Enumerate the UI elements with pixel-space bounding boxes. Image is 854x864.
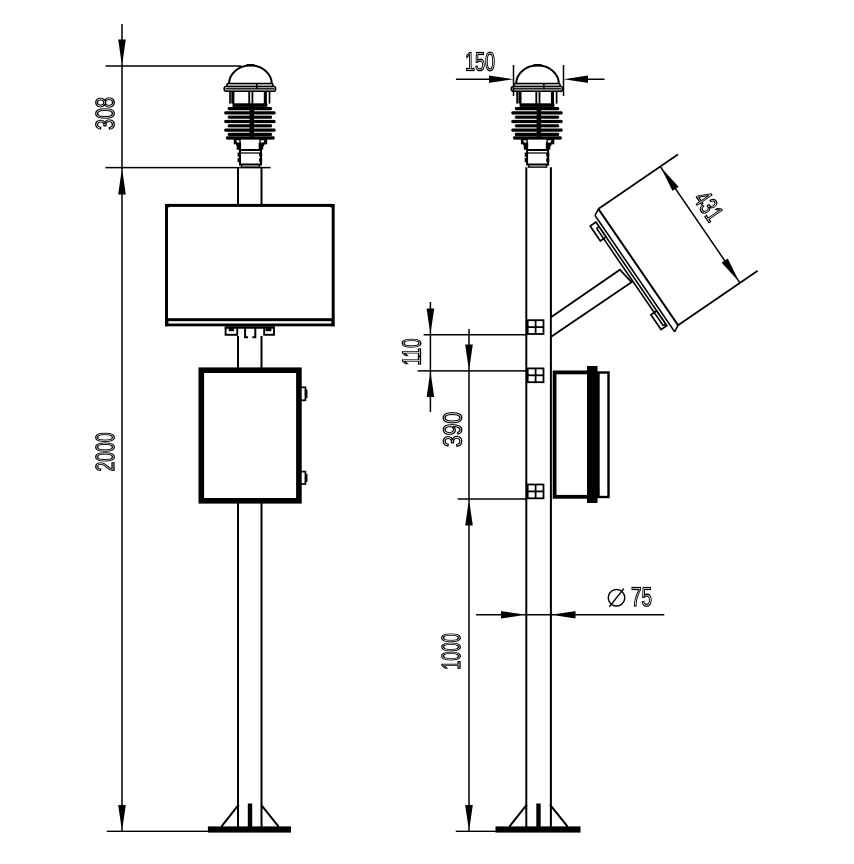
svg-text:2000: 2000 xyxy=(90,433,120,472)
svg-text:1000: 1000 xyxy=(436,633,466,670)
svg-text:390: 390 xyxy=(438,412,468,447)
svg-text:150: 150 xyxy=(465,47,495,77)
svg-text:110: 110 xyxy=(397,339,427,366)
svg-text:308: 308 xyxy=(90,97,120,130)
svg-text:75: 75 xyxy=(631,582,652,612)
